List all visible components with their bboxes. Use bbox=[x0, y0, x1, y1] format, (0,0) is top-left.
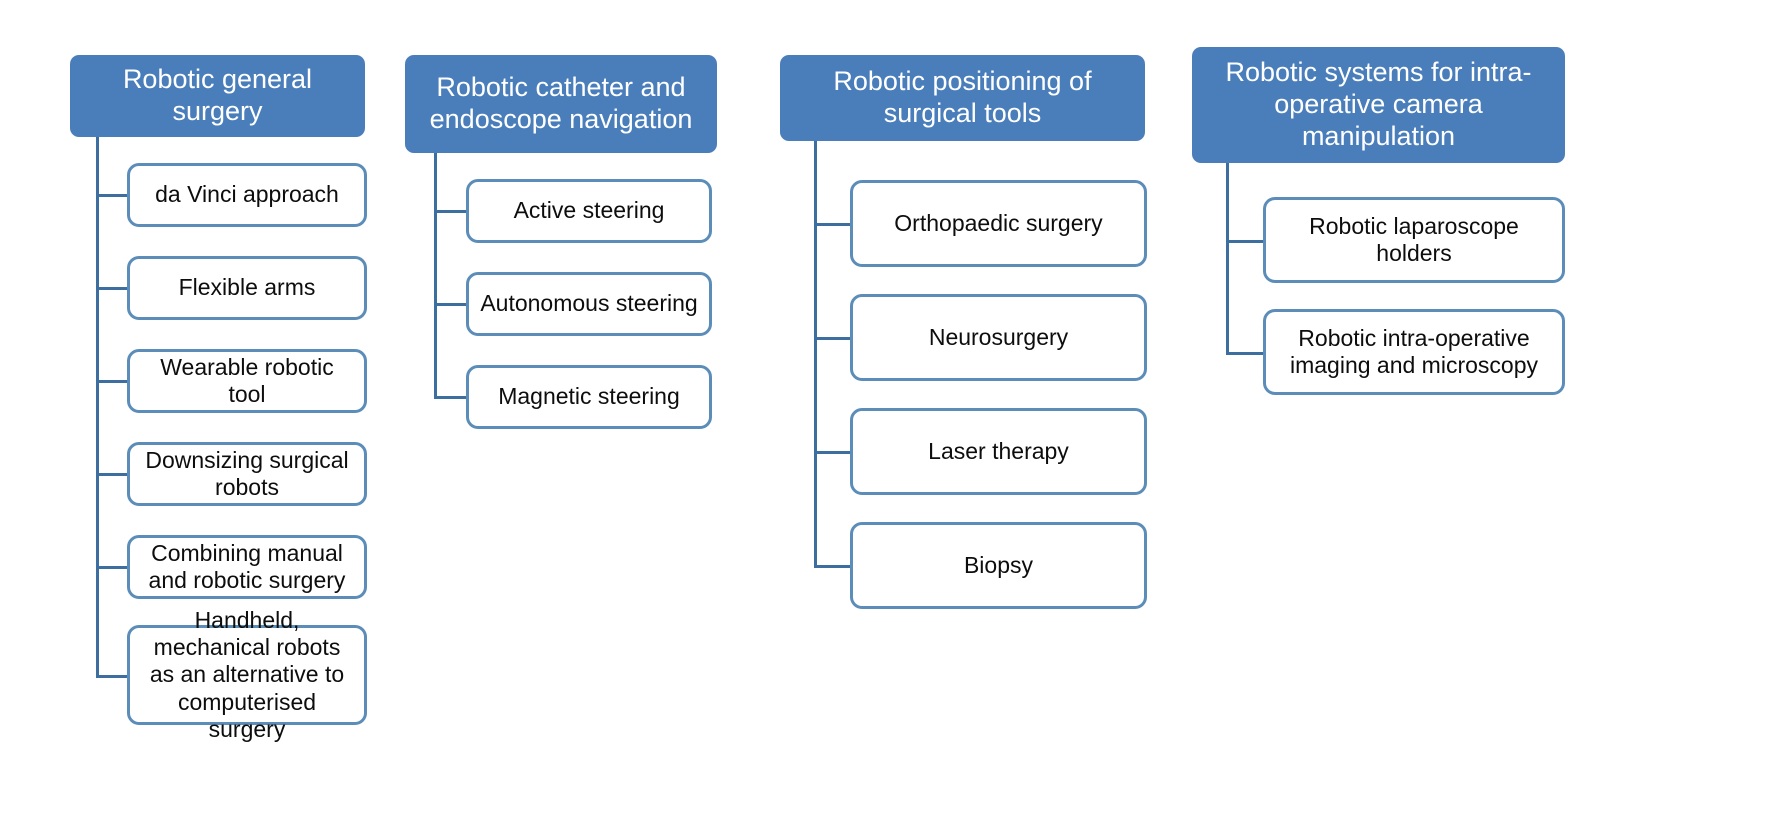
node-combining-manual-and-robotic-surgery[interactable]: Combining manual and robotic surgery bbox=[127, 535, 367, 599]
connector-branch-1-1 bbox=[96, 194, 129, 197]
connector-branch-2-1 bbox=[434, 210, 468, 213]
connector-trunk-column-3 bbox=[814, 141, 817, 567]
node-downsizing-surgical-robots[interactable]: Downsizing surgical robots bbox=[127, 442, 367, 506]
connector-branch-1-4 bbox=[96, 473, 129, 476]
connector-branch-1-5 bbox=[96, 566, 129, 569]
node-robotic-intra-operative-imaging-and-microscopy[interactable]: Robotic intra-operative imaging and micr… bbox=[1263, 309, 1565, 395]
column-header-robotic-catheter-and-endoscope-navigation[interactable]: Robotic catheter and endoscope navigatio… bbox=[405, 55, 717, 153]
node-flexible-arms[interactable]: Flexible arms bbox=[127, 256, 367, 320]
node-orthopaedic-surgery[interactable]: Orthopaedic surgery bbox=[850, 180, 1147, 267]
column-header-robotic-positioning-of-surgical-tools[interactable]: Robotic positioning of surgical tools bbox=[780, 55, 1145, 141]
connector-branch-4-1 bbox=[1226, 240, 1266, 243]
connector-branch-1-2 bbox=[96, 287, 129, 290]
column-header-robotic-systems-for-intra-operative-camera-manipulation[interactable]: Robotic systems for intra-operative came… bbox=[1192, 47, 1565, 163]
connector-branch-1-6 bbox=[96, 675, 129, 678]
connector-trunk-column-2 bbox=[434, 153, 437, 398]
connector-branch-3-4 bbox=[814, 565, 853, 568]
connector-branch-3-1 bbox=[814, 223, 853, 226]
connector-branch-3-2 bbox=[814, 337, 853, 340]
column-header-robotic-general-surgery[interactable]: Robotic general surgery bbox=[70, 55, 365, 137]
connector-branch-2-2 bbox=[434, 303, 468, 306]
node-laser-therapy[interactable]: Laser therapy bbox=[850, 408, 1147, 495]
node-robotic-laparoscope-holders[interactable]: Robotic laparoscope holders bbox=[1263, 197, 1565, 283]
node-neurosurgery[interactable]: Neurosurgery bbox=[850, 294, 1147, 381]
connector-branch-2-3 bbox=[434, 396, 468, 399]
node-biopsy[interactable]: Biopsy bbox=[850, 522, 1147, 609]
node-autonomous-steering[interactable]: Autonomous steering bbox=[466, 272, 712, 336]
connector-branch-4-2 bbox=[1226, 352, 1266, 355]
connector-trunk-column-1 bbox=[96, 137, 99, 677]
node-handheld-mechanical-robots[interactable]: Handheld, mechanical robots as an altern… bbox=[127, 607, 367, 742]
connector-branch-1-3 bbox=[96, 380, 129, 383]
node-da-vinci-approach[interactable]: da Vinci approach bbox=[127, 163, 367, 227]
node-active-steering[interactable]: Active steering bbox=[466, 179, 712, 243]
connector-branch-3-3 bbox=[814, 451, 853, 454]
node-wearable-robotic-tool[interactable]: Wearable robotic tool bbox=[127, 349, 367, 413]
connector-trunk-column-4 bbox=[1226, 163, 1229, 355]
node-magnetic-steering[interactable]: Magnetic steering bbox=[466, 365, 712, 429]
